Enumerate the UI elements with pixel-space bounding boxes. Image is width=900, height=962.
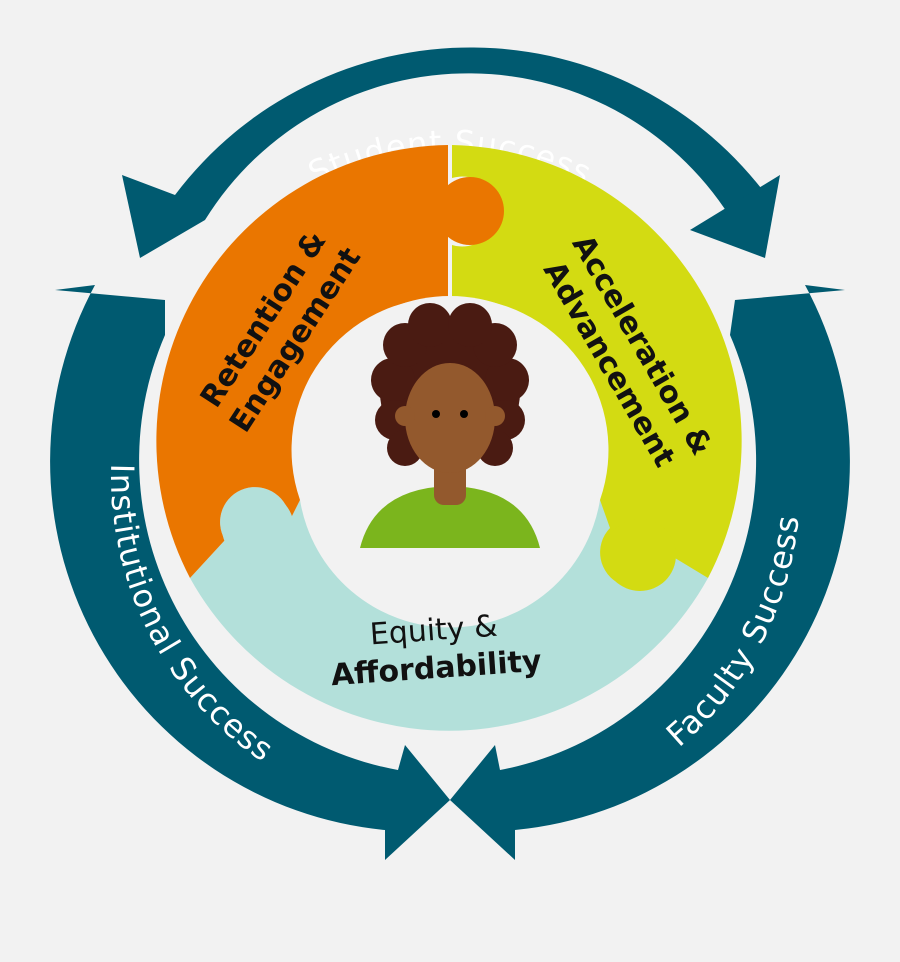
equity-knob <box>222 492 294 564</box>
face <box>405 363 495 473</box>
student-success-arrow-right-head <box>690 175 780 258</box>
equity-affordability-piece <box>190 487 708 731</box>
left-eye <box>432 410 440 418</box>
acceleration-advancement-piece <box>452 145 742 588</box>
retention-engagement-piece <box>156 145 448 578</box>
shirt <box>360 486 540 548</box>
institutional-success-arrow <box>50 285 451 860</box>
student-success-arrow <box>122 47 780 258</box>
retention-knob <box>436 177 504 245</box>
right-ear <box>485 406 505 426</box>
acceleration-knob <box>604 519 676 591</box>
left-ear <box>395 406 415 426</box>
faculty-success-arrow <box>450 285 850 860</box>
right-eye <box>460 410 468 418</box>
student-person-icon <box>360 303 540 548</box>
